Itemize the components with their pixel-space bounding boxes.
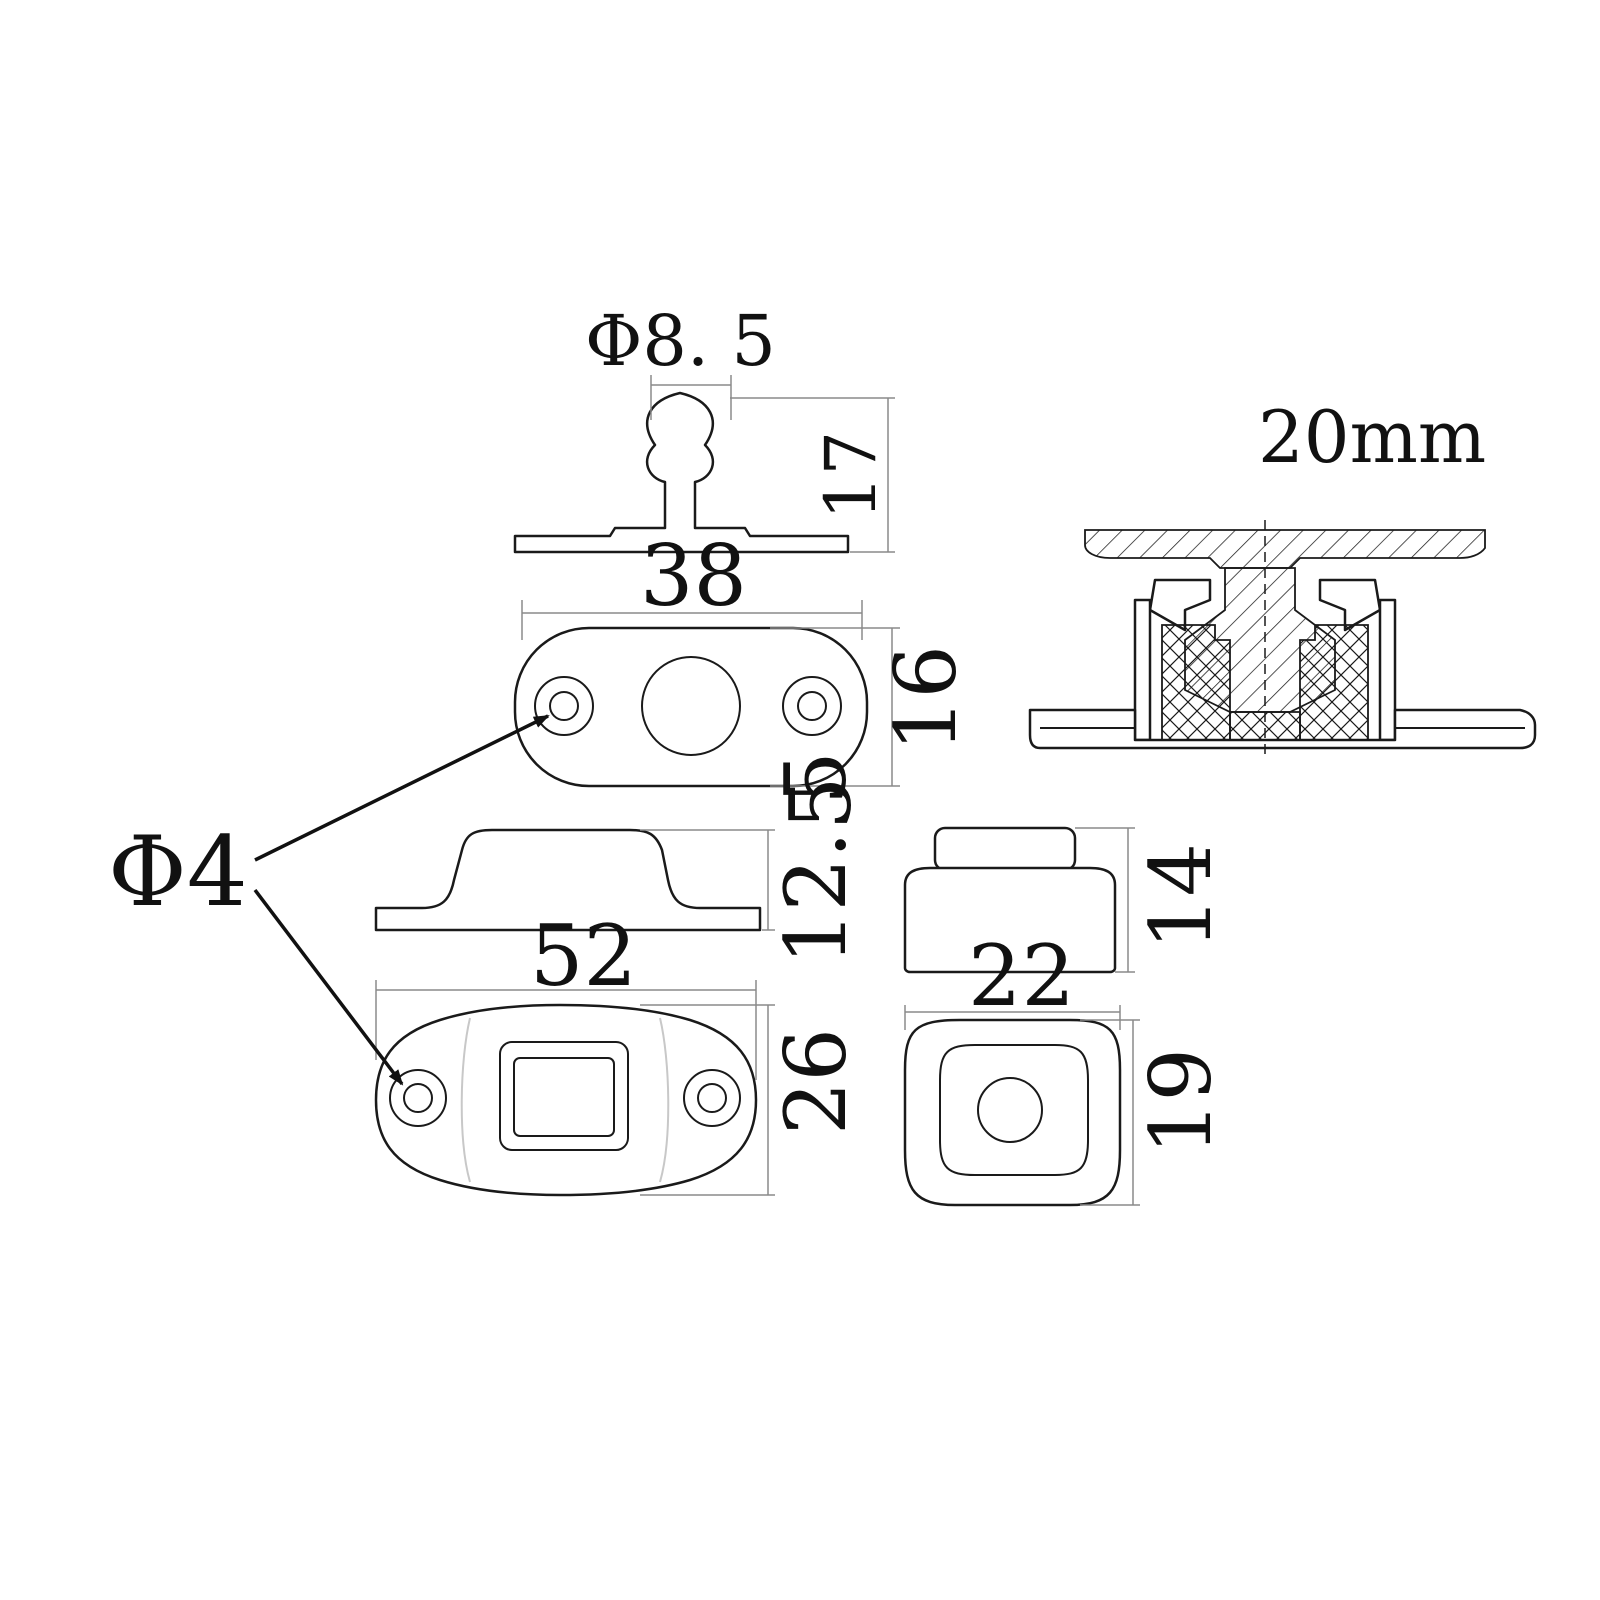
label-scale-note: 20mm	[1258, 395, 1486, 479]
section-outer-shell-right	[1318, 578, 1382, 632]
dimension-bushing-width: 22	[904, 927, 1121, 1030]
dimension-stud-height: 17	[730, 397, 895, 553]
bushing-inner-ring	[939, 1044, 1089, 1176]
stud-side-view	[513, 391, 850, 554]
bushing-top-step	[933, 826, 1077, 872]
label-center-offset: 5	[772, 777, 870, 830]
dimension-bushing-depth: 19	[1080, 1019, 1230, 1206]
bushing-center-hole	[977, 1077, 1043, 1143]
base-hole-right-inner	[697, 1083, 727, 1113]
label-bushing-depth: 19	[1132, 1048, 1230, 1155]
label-head-diameter: Φ8. 5	[585, 300, 776, 382]
base-hole-right-outer	[683, 1069, 741, 1127]
bushing-side-view	[903, 826, 1117, 974]
leader-to-base-hole	[253, 888, 404, 1086]
leader-to-stud-hole	[254, 714, 550, 862]
section-bushing-right	[1299, 624, 1369, 741]
bushing-body	[903, 866, 1117, 974]
base-plate-top-outline	[374, 1003, 758, 1197]
stud-hole-left-inner	[549, 691, 579, 721]
section-base-wall-right	[1378, 598, 1397, 742]
label-hole-diameter: Φ4	[108, 816, 248, 928]
bushing-top-outline	[903, 1018, 1122, 1207]
dimension-base-side-height: 12. 5	[640, 751, 865, 965]
section-base-plate	[1028, 708, 1537, 750]
base-hole-left-outer	[389, 1069, 447, 1127]
dimension-stud-width: 16	[770, 627, 975, 787]
section-bushing-left	[1161, 624, 1231, 741]
base-plate-top-view	[374, 1003, 758, 1197]
base-hole-left-inner	[403, 1083, 433, 1113]
stud-hole-right-outer	[782, 676, 842, 736]
dimension-base-width: 26	[640, 1004, 865, 1196]
stud-center-boss	[641, 656, 741, 756]
dimension-bushing-height: 14	[1075, 827, 1230, 973]
label-bushing-width: 22	[968, 927, 1075, 1025]
section-base-wall-left	[1133, 598, 1152, 742]
stud-side-outline	[513, 391, 850, 554]
dimension-head-diameter: Φ8. 5	[585, 300, 776, 420]
bushing-top-view	[903, 1018, 1122, 1207]
base-plate-square-outer	[499, 1041, 629, 1151]
label-base-side-height: 12. 5	[767, 751, 865, 965]
label-base-length: 52	[530, 907, 637, 1005]
base-plate-side-outline	[374, 828, 762, 932]
label-stud-width: 16	[877, 645, 975, 752]
base-plate-recess-outline	[460, 1017, 670, 1183]
section-stud-plate	[1084, 529, 1486, 569]
stud-hole-left-outer	[534, 676, 594, 736]
stud-hole-right-inner	[797, 691, 827, 721]
section-outer-shell	[1148, 578, 1212, 632]
dimension-stud-length: 38	[521, 527, 863, 640]
label-base-width: 26	[767, 1028, 865, 1135]
label-bushing-height: 14	[1132, 843, 1230, 950]
assembly-cross-section: 20mm	[1028, 395, 1537, 760]
hole-diameter-callout: Φ4	[108, 714, 550, 1086]
label-stud-height: 17	[810, 431, 892, 520]
base-plate-square-inner	[513, 1057, 615, 1137]
label-stud-length: 38	[640, 527, 747, 625]
stud-base-outline	[513, 626, 869, 788]
dimension-base-length: 52	[375, 907, 757, 1080]
base-plate-side-view	[374, 828, 762, 932]
stud-top-view	[513, 626, 869, 788]
